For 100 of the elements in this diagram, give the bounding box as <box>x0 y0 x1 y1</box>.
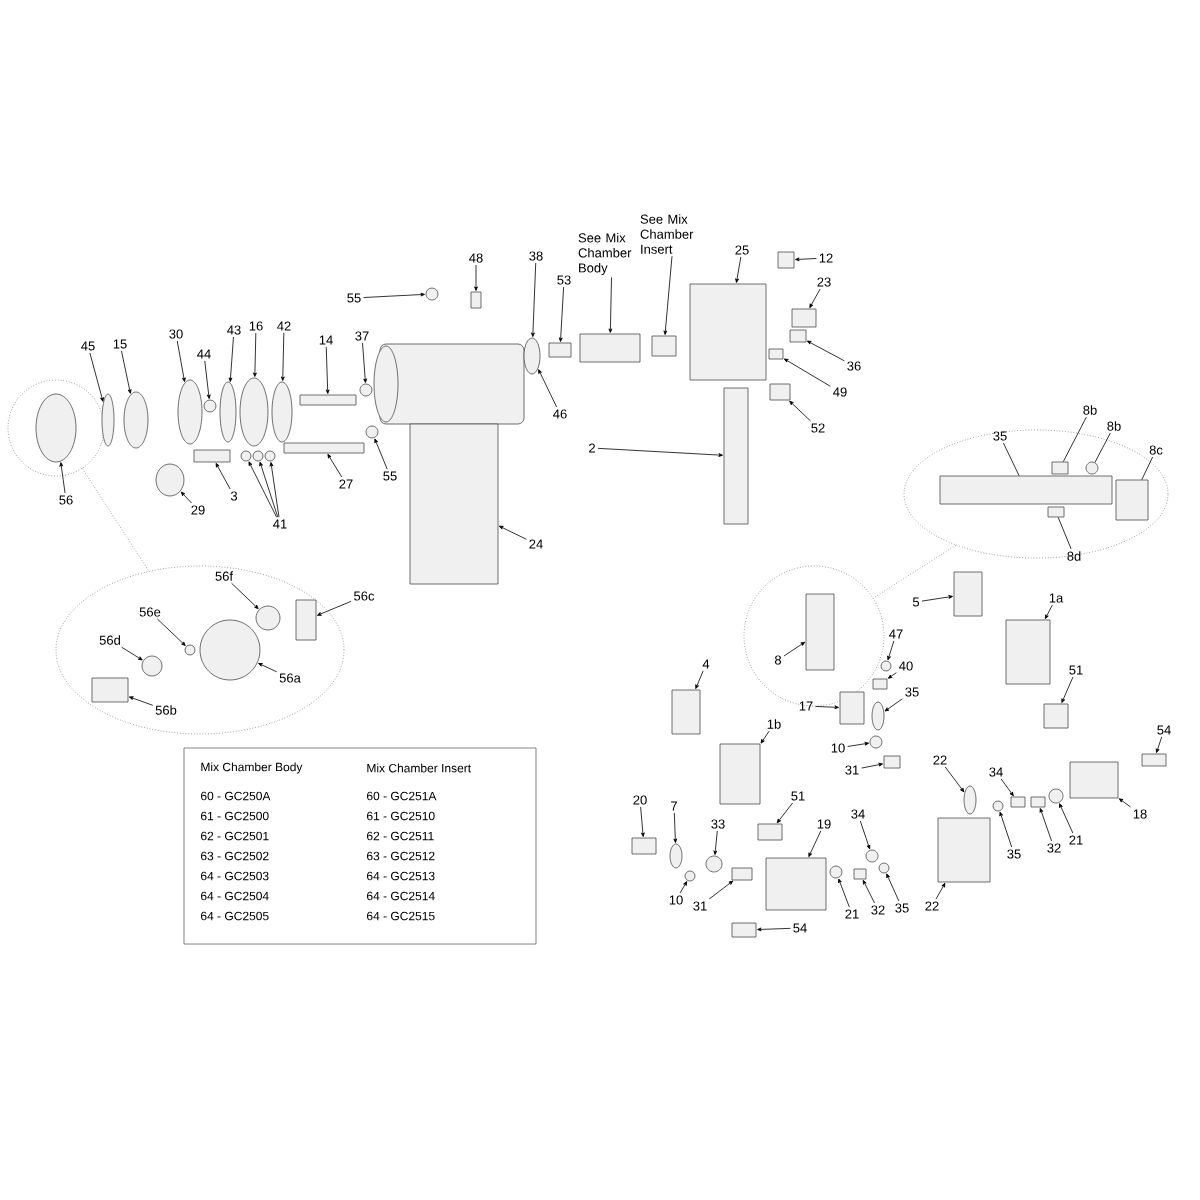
leader-line <box>317 600 352 616</box>
part-drawing <box>865 849 879 863</box>
dotted-line <box>81 468 150 572</box>
leader-line <box>558 286 564 342</box>
part-drawing <box>1030 796 1046 808</box>
part-drawing <box>705 855 723 873</box>
part-drawing <box>765 857 827 911</box>
leader-line <box>231 582 259 610</box>
leader-line <box>695 670 704 689</box>
part-drawing <box>184 644 196 656</box>
leader-line <box>259 461 279 518</box>
leader-line <box>59 462 66 494</box>
leader-line <box>258 662 278 673</box>
leader-line <box>228 336 234 382</box>
leader-line <box>374 438 388 470</box>
part-drawing <box>252 450 264 462</box>
leader-line <box>944 766 965 793</box>
leader-line <box>679 881 688 894</box>
leader-line <box>1061 676 1074 703</box>
part-drawing <box>91 677 129 703</box>
leader-line <box>735 256 742 283</box>
leader-line <box>1057 517 1072 550</box>
leader-line <box>1003 442 1020 476</box>
leader-line <box>325 346 330 394</box>
part-drawing <box>1141 753 1167 767</box>
detail-circle <box>7 379 105 477</box>
part-drawing <box>631 837 657 855</box>
leader-line <box>783 358 831 387</box>
leader-line <box>531 262 537 337</box>
part-drawing <box>523 337 541 375</box>
leader-line <box>121 350 132 394</box>
leader-line <box>673 812 678 843</box>
leader-line <box>156 618 186 646</box>
leader-line <box>760 730 770 744</box>
leader-line <box>597 447 723 457</box>
part-drawing <box>878 862 890 874</box>
part-drawing <box>963 785 977 815</box>
leader-line <box>640 806 645 837</box>
leader-line <box>861 762 883 769</box>
part-drawing <box>101 393 115 447</box>
detail-circle <box>743 565 885 707</box>
leader-line <box>248 461 277 518</box>
leader-line <box>1141 456 1154 480</box>
part-drawing <box>255 605 281 631</box>
part-drawing <box>689 283 767 381</box>
leader-line <box>280 332 285 381</box>
part-drawing <box>264 450 276 462</box>
part-drawing <box>199 619 261 681</box>
leader-line <box>1039 808 1052 842</box>
part-drawing <box>425 287 439 301</box>
leader-line <box>176 340 186 382</box>
detail-ellipse <box>55 565 345 735</box>
part-drawing <box>1069 761 1119 799</box>
part-drawing <box>723 387 749 525</box>
leader-line <box>859 820 871 850</box>
part-drawing <box>35 393 77 463</box>
part-drawing <box>684 870 696 882</box>
leader-line <box>847 741 870 747</box>
leader-line <box>809 288 821 309</box>
leader-line <box>129 696 154 706</box>
part-drawing <box>777 251 795 269</box>
part-drawing <box>141 655 163 677</box>
leader-line <box>806 340 845 362</box>
leader-line <box>815 705 839 710</box>
part-drawing <box>805 593 835 671</box>
part-drawing <box>1010 796 1026 808</box>
leader-line <box>1118 798 1131 808</box>
part-drawing <box>883 755 901 769</box>
part-drawing <box>1115 479 1149 521</box>
leader-line <box>474 264 478 291</box>
part-drawing <box>155 463 185 497</box>
leader-line <box>808 830 822 858</box>
part-drawing <box>869 735 883 749</box>
part-drawing <box>283 442 365 454</box>
leader-line <box>713 830 718 855</box>
part-drawing <box>880 660 892 672</box>
part-drawing <box>1051 461 1069 475</box>
part-drawing <box>1043 703 1069 729</box>
part-drawing <box>365 425 379 439</box>
part-drawing <box>671 689 701 735</box>
leader-line <box>1062 416 1087 462</box>
leader-line <box>884 698 903 712</box>
leader-line <box>663 255 673 335</box>
leader-line <box>1044 604 1053 620</box>
part-drawing <box>123 391 149 449</box>
dotted-line <box>872 544 957 599</box>
part-drawing <box>853 868 867 880</box>
part-drawing <box>240 450 252 462</box>
part-drawing <box>769 383 791 401</box>
leader-line <box>999 811 1013 848</box>
part-drawing <box>953 571 983 617</box>
leader-line <box>1000 778 1014 797</box>
part-drawing <box>757 823 783 841</box>
leader-line <box>783 641 806 657</box>
part-drawing <box>359 383 373 397</box>
leader-line <box>1094 432 1111 463</box>
detail-ellipse <box>903 429 1169 559</box>
part-drawing <box>829 865 843 879</box>
part-drawing <box>203 399 217 413</box>
leader-line <box>269 462 280 518</box>
